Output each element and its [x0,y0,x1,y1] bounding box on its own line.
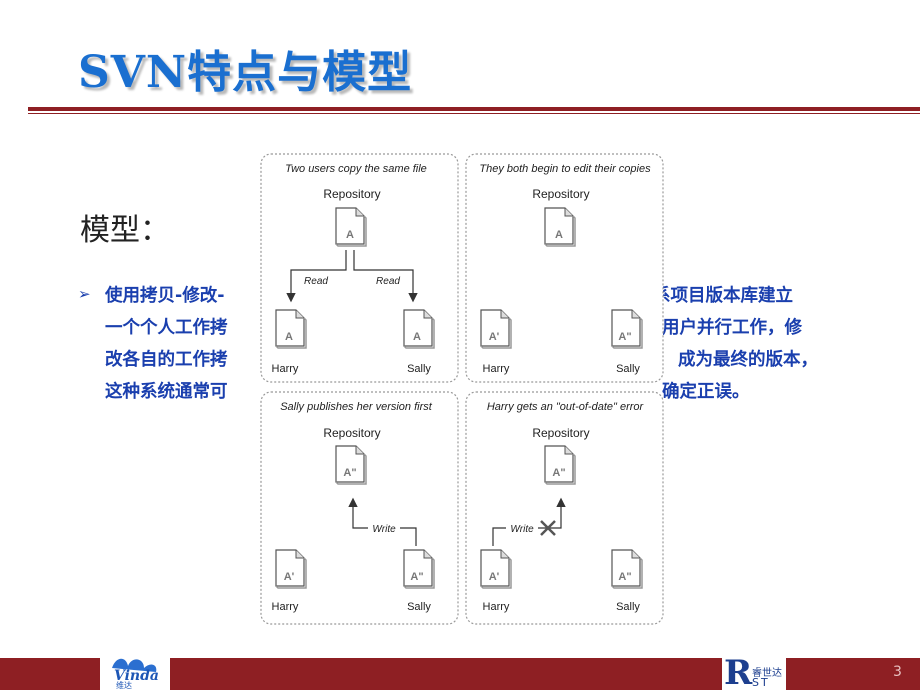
repository-label: Repository [532,426,589,440]
bullet-arrow-icon: ➢ [78,285,91,303]
slide-title: SVN特点与模型 [78,47,413,98]
svn-model-diagram: Two users copy the same file Repository … [260,153,664,625]
file-version: A [285,331,293,343]
write-arrow-label: Write [510,524,534,535]
file-version: A [555,229,563,241]
repository-label: Repository [532,187,589,201]
error-x-icon [540,520,556,536]
file-version: A" [343,467,356,479]
sally-label: Sally [407,601,431,613]
read-arrow-label: Read [376,276,400,287]
body-line: 这种系统通常可 确定正误。 [105,382,750,402]
file-version: A' [284,571,295,583]
panel-caption: Harry gets an "out-of-date" error [487,401,645,413]
body-line: 一个个人工作拷 用户并行工作，修 [105,318,802,338]
file-version: A" [618,331,631,343]
repository-label: Repository [323,187,380,201]
harry-label: Harry [272,601,299,613]
body-line: 改各自的工作拷 成为最终的版本， [105,350,818,370]
file-version: A' [489,331,500,343]
file-version: A [413,331,421,343]
file-version: A [346,229,354,241]
file-version: A" [618,571,631,583]
harry-label: Harry [272,363,299,375]
file-version: A" [410,571,423,583]
harry-label: Harry [483,601,510,613]
sally-label: Sally [407,363,431,375]
page-number: 3 [893,664,902,680]
panel-caption: Two users copy the same file [285,163,427,175]
file-version: A' [489,571,500,583]
read-arrow-label: Read [304,276,328,287]
body-paragraph: 使用拷贝-修改- 系项目版本库建立 一个个人工作拷 用户并行工作，修 改各自的工… [105,280,865,408]
panel-caption: They both begin to edit their copies [479,163,651,175]
vinda-logo: Vinda 维达 [100,654,170,690]
title-rule [28,107,920,111]
body-line: 使用拷贝-修改- 系项目版本库建立 [105,286,793,306]
vinda-flower-icon [112,658,157,672]
rst-logo: R 睿世达 ST [722,653,786,693]
harry-label: Harry [483,363,510,375]
sally-label: Sally [616,363,640,375]
panel-caption: Sally publishes her version first [280,401,433,413]
file-version: A" [552,467,565,479]
repository-label: Repository [323,426,380,440]
sally-label: Sally [616,601,640,613]
write-arrow-label: Write [372,524,396,535]
section-heading: 模型： [80,213,170,248]
title-rule-thin [28,113,920,114]
